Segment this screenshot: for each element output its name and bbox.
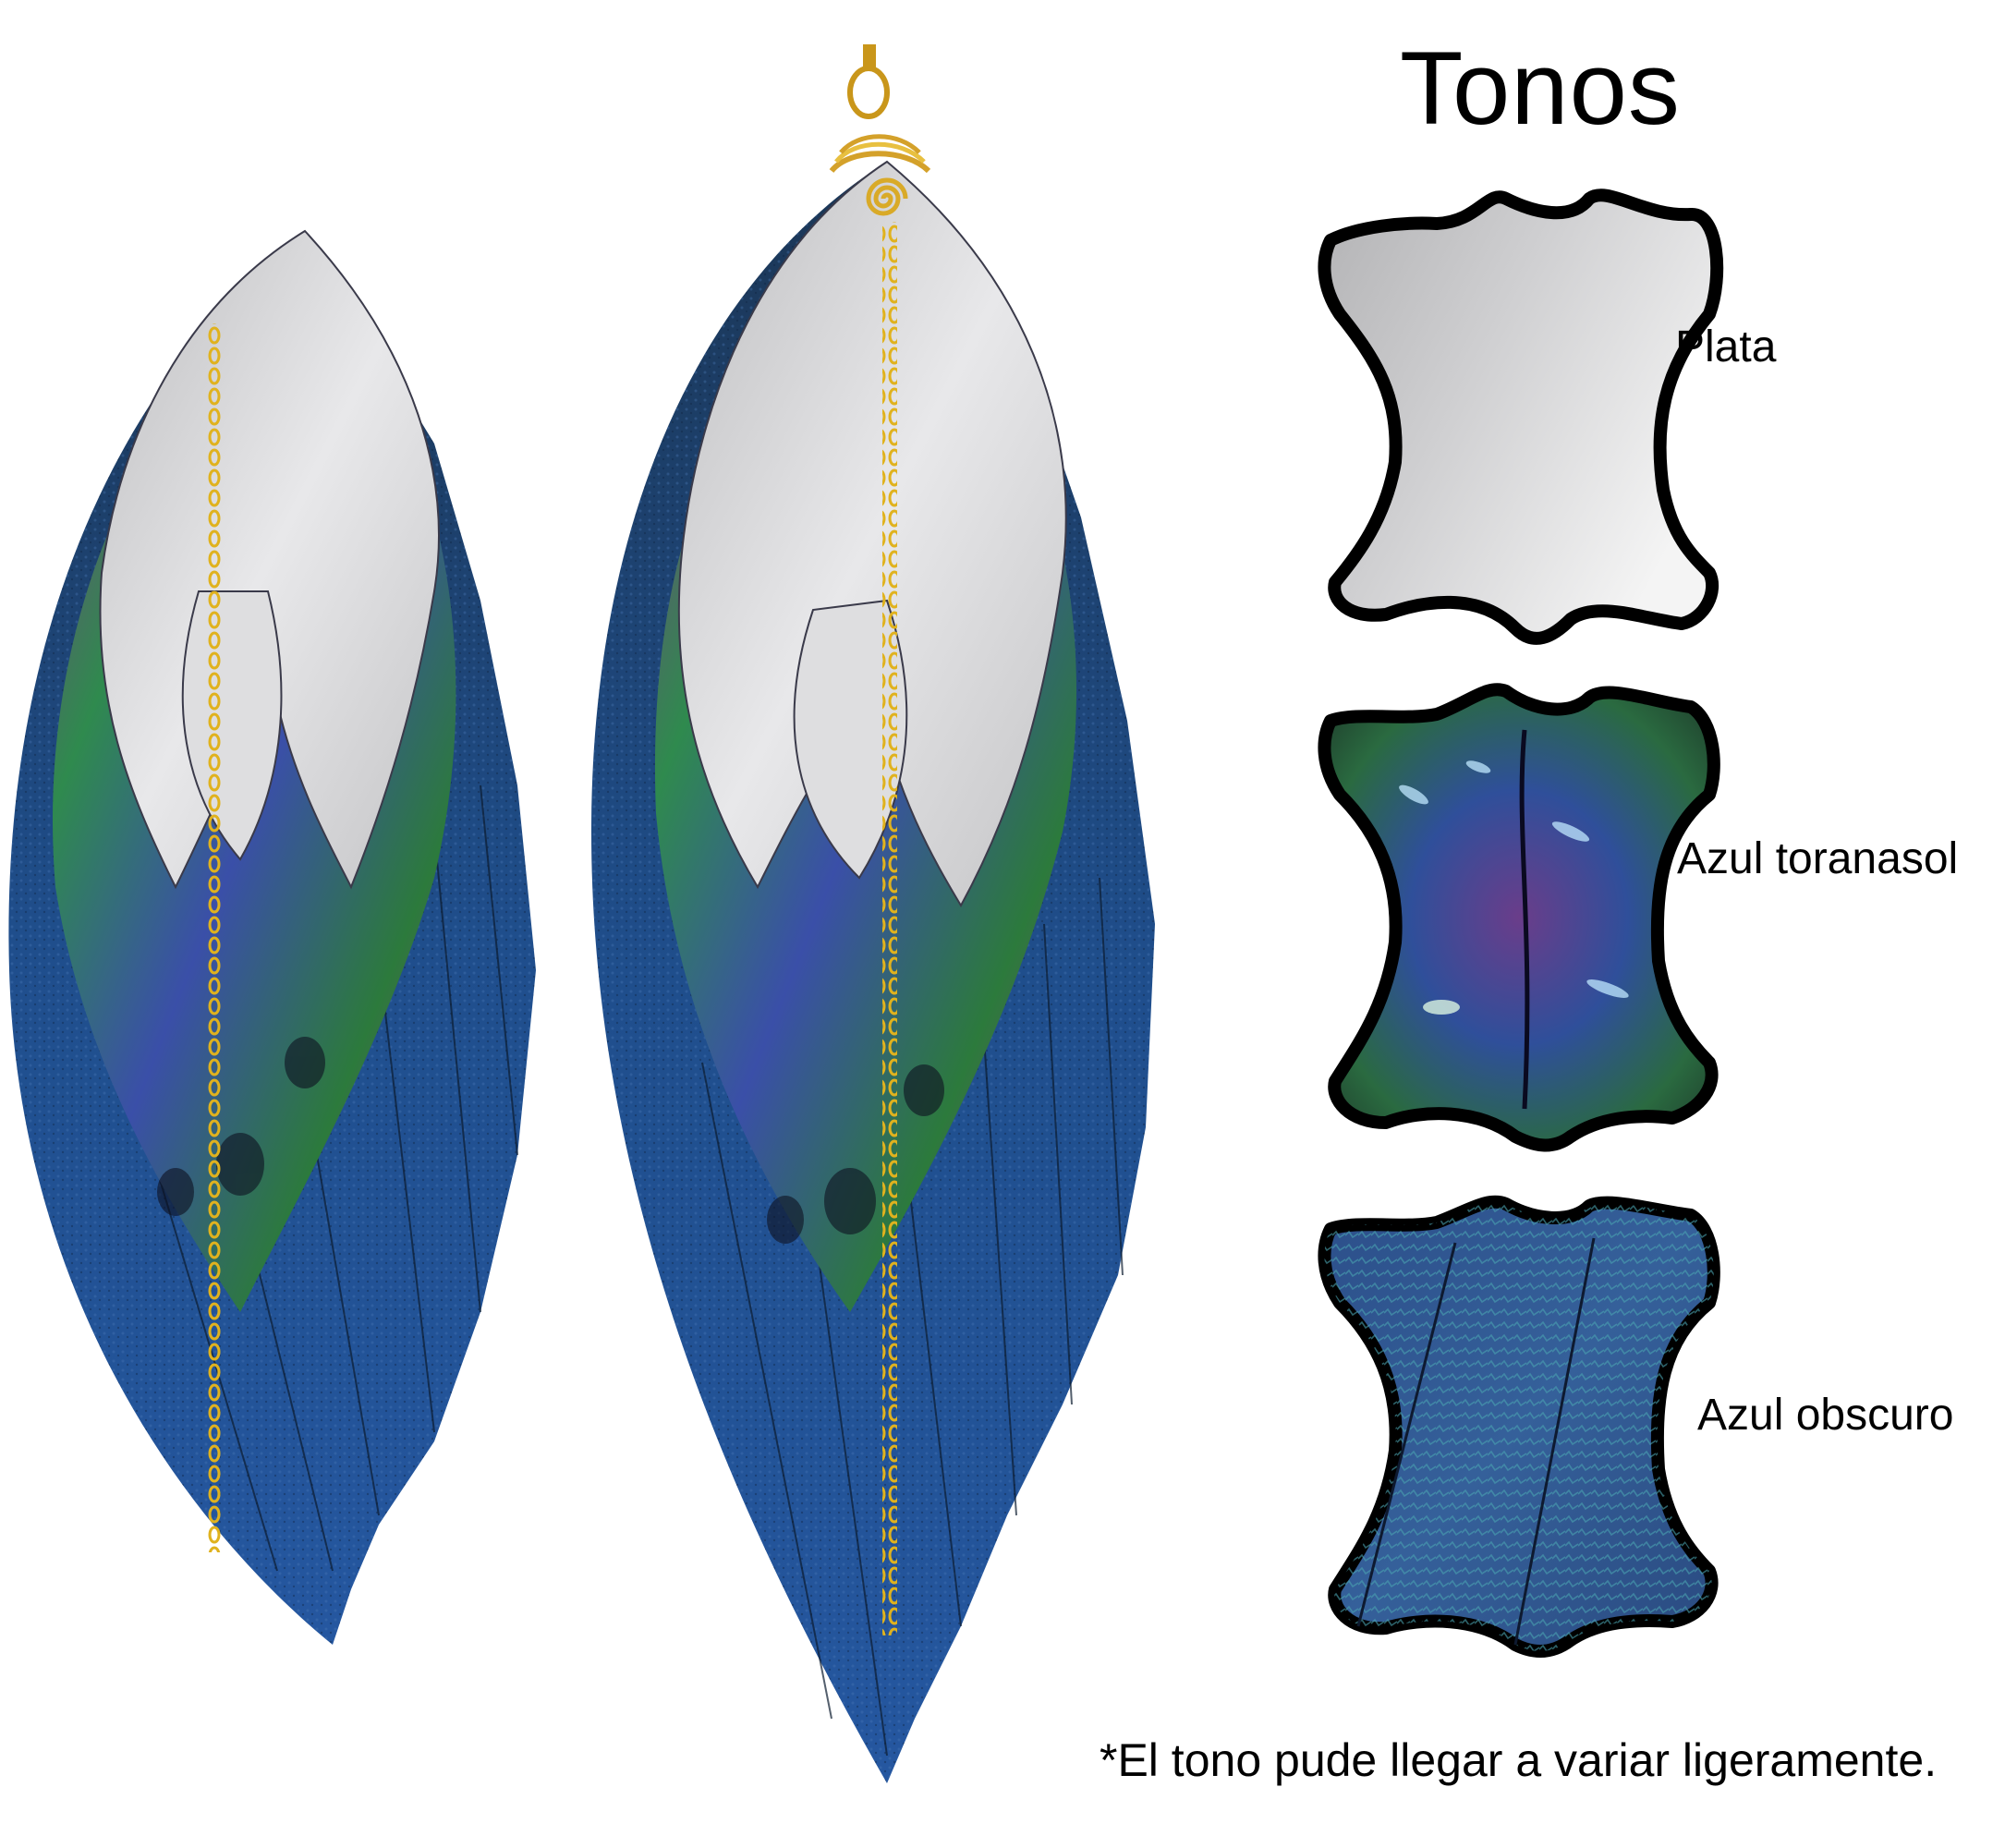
earring-left[interactable] [8, 229, 536, 1645]
color-variation-disclaimer: *El tono pude llegar a variar ligerament… [1100, 1734, 1938, 1786]
gold-chain [882, 222, 897, 1635]
earring-right[interactable] [591, 44, 1155, 1783]
swatch-label-azul-toranasol: Azul toranasol [1677, 834, 1959, 883]
swatch-plata[interactable] [1318, 188, 1724, 645]
swatch-azul-toranasol[interactable] [1318, 683, 1720, 1152]
azul-toranasol-leather-swatch [1318, 683, 1720, 1152]
swatch-label-plata: Plata [1675, 322, 1777, 371]
swatch-label-azul-obscuro: Azul obscuro [1697, 1391, 1954, 1440]
swatch-azul-obscuro[interactable] [1318, 1195, 1720, 1658]
plata-leather-swatch [1318, 188, 1724, 645]
gold-chain [206, 323, 221, 1552]
gold-spiral [866, 177, 908, 216]
page-title: Tonos [1400, 30, 1681, 146]
gold-wire-hook [829, 44, 931, 174]
